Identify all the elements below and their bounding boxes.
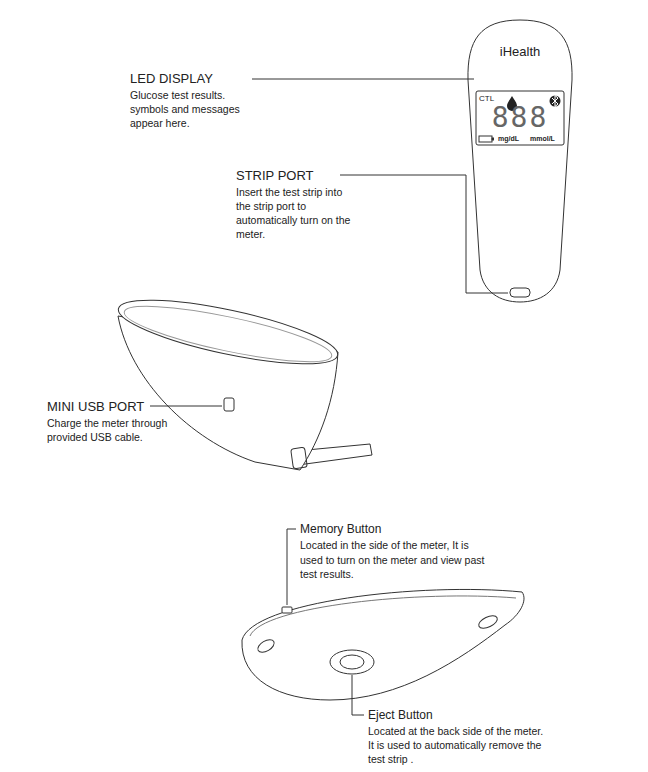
part-note: Glucose test results. symbols and messag…	[130, 88, 255, 130]
display-window	[476, 91, 564, 145]
part-note: Charge the meter through provided USB ca…	[47, 416, 187, 444]
meter-bottom-rim	[250, 596, 516, 636]
leader-line	[287, 529, 296, 605]
brand-name: iHealth	[480, 44, 560, 60]
meter-front-body	[468, 20, 572, 302]
eject-button-core	[340, 655, 364, 669]
leader-line	[352, 675, 364, 715]
usb-port	[224, 398, 234, 411]
strip-slot	[291, 447, 308, 469]
bluetooth-icon	[550, 96, 561, 107]
display-digits: 888	[478, 104, 562, 132]
display-mode: CTL	[479, 94, 494, 104]
part-name: MINI USB PORT	[47, 399, 144, 415]
strip-port	[510, 288, 530, 297]
part-name: STRIP PORT	[236, 168, 314, 184]
memory-button	[282, 607, 292, 613]
part-note: Insert the test strip into the strip por…	[236, 185, 358, 241]
meter-top-rim	[121, 295, 335, 372]
meter-bottom-body	[242, 589, 524, 700]
part-note: Located in the side of the meter, It is …	[300, 538, 485, 582]
part-note: Located at the back side of the meter. I…	[368, 724, 548, 766]
part-name: Memory Button	[300, 522, 381, 536]
unit-label: mg/dL	[498, 135, 519, 143]
side-slot	[256, 637, 277, 655]
leader-line	[252, 79, 474, 80]
leader-line	[340, 175, 508, 293]
leader-line	[150, 406, 222, 407]
bluetooth-rune	[552, 96, 558, 107]
part-name: Eject Button	[368, 708, 433, 722]
battery-tip	[492, 138, 494, 140]
meter-top-face	[114, 287, 342, 377]
unit-label: mmol/L	[530, 135, 555, 143]
battery-icon	[479, 136, 492, 142]
eject-button	[330, 650, 374, 674]
part-name: LED DISPLAY	[130, 71, 213, 87]
side-slot	[477, 613, 499, 631]
